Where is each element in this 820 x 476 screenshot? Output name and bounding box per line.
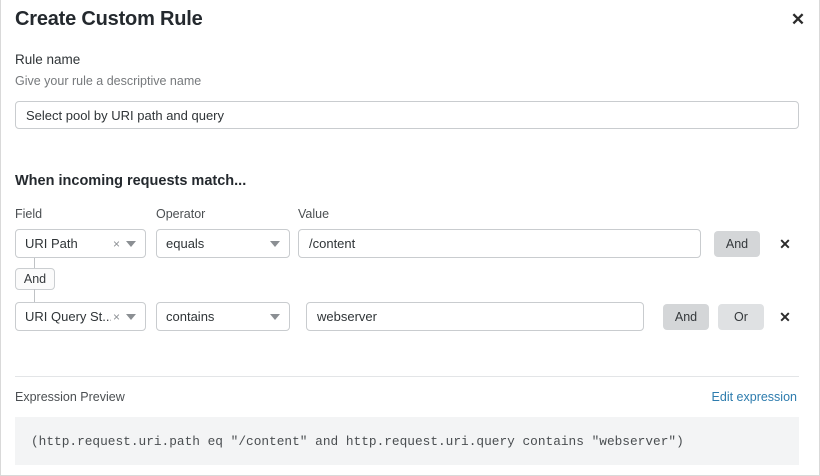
connector-line-bottom	[34, 289, 35, 302]
row-2-remove-icon[interactable]: ✕	[779, 308, 791, 325]
row-2-field-select[interactable]: URI Query St... ×	[15, 302, 146, 331]
page-title: Create Custom Rule	[15, 8, 203, 30]
chevron-down-icon	[126, 313, 136, 320]
section-divider	[15, 376, 799, 377]
rule-name-label: Rule name	[15, 52, 81, 67]
row-2-field-value: URI Query St...	[25, 309, 111, 324]
row-1-field-value: URI Path	[25, 236, 78, 251]
column-header-value: Value	[298, 207, 330, 221]
row-2-and-button[interactable]: And	[663, 304, 709, 330]
row-2-operator-select[interactable]: contains	[156, 302, 290, 331]
column-header-operator: Operator	[156, 207, 206, 221]
expression-preview-code: (http.request.uri.path eq "/content" and…	[15, 417, 799, 465]
chevron-down-icon	[270, 240, 280, 247]
edit-expression-link[interactable]: Edit expression	[711, 390, 797, 404]
rule-name-hint: Give your rule a descriptive name	[15, 74, 202, 88]
expression-preview-label: Expression Preview	[15, 390, 125, 404]
row-1-operator-value: equals	[166, 236, 205, 251]
row-1-value-input[interactable]	[298, 229, 701, 258]
chevron-down-icon	[270, 313, 280, 320]
row-2-operator-value: contains	[166, 309, 215, 324]
row-2-field-clear-icon[interactable]: ×	[112, 309, 120, 324]
row-1-field-clear-icon[interactable]: ×	[112, 236, 120, 251]
match-section-heading: When incoming requests match...	[15, 173, 247, 189]
group-connector-and-badge[interactable]: And	[15, 268, 55, 290]
row-2-or-button[interactable]: Or	[718, 304, 764, 330]
rule-name-input[interactable]	[15, 101, 799, 129]
row-1-remove-icon[interactable]: ✕	[779, 235, 791, 252]
column-header-field: Field	[15, 207, 43, 221]
row-2-value-input[interactable]	[306, 302, 644, 331]
connector-line-top	[34, 258, 35, 269]
row-1-field-select[interactable]: URI Path ×	[15, 229, 146, 258]
row-1-and-button[interactable]: And	[714, 231, 760, 257]
close-icon[interactable]: ✕	[790, 9, 806, 29]
chevron-down-icon	[126, 240, 136, 247]
row-1-operator-select[interactable]: equals	[156, 229, 290, 258]
